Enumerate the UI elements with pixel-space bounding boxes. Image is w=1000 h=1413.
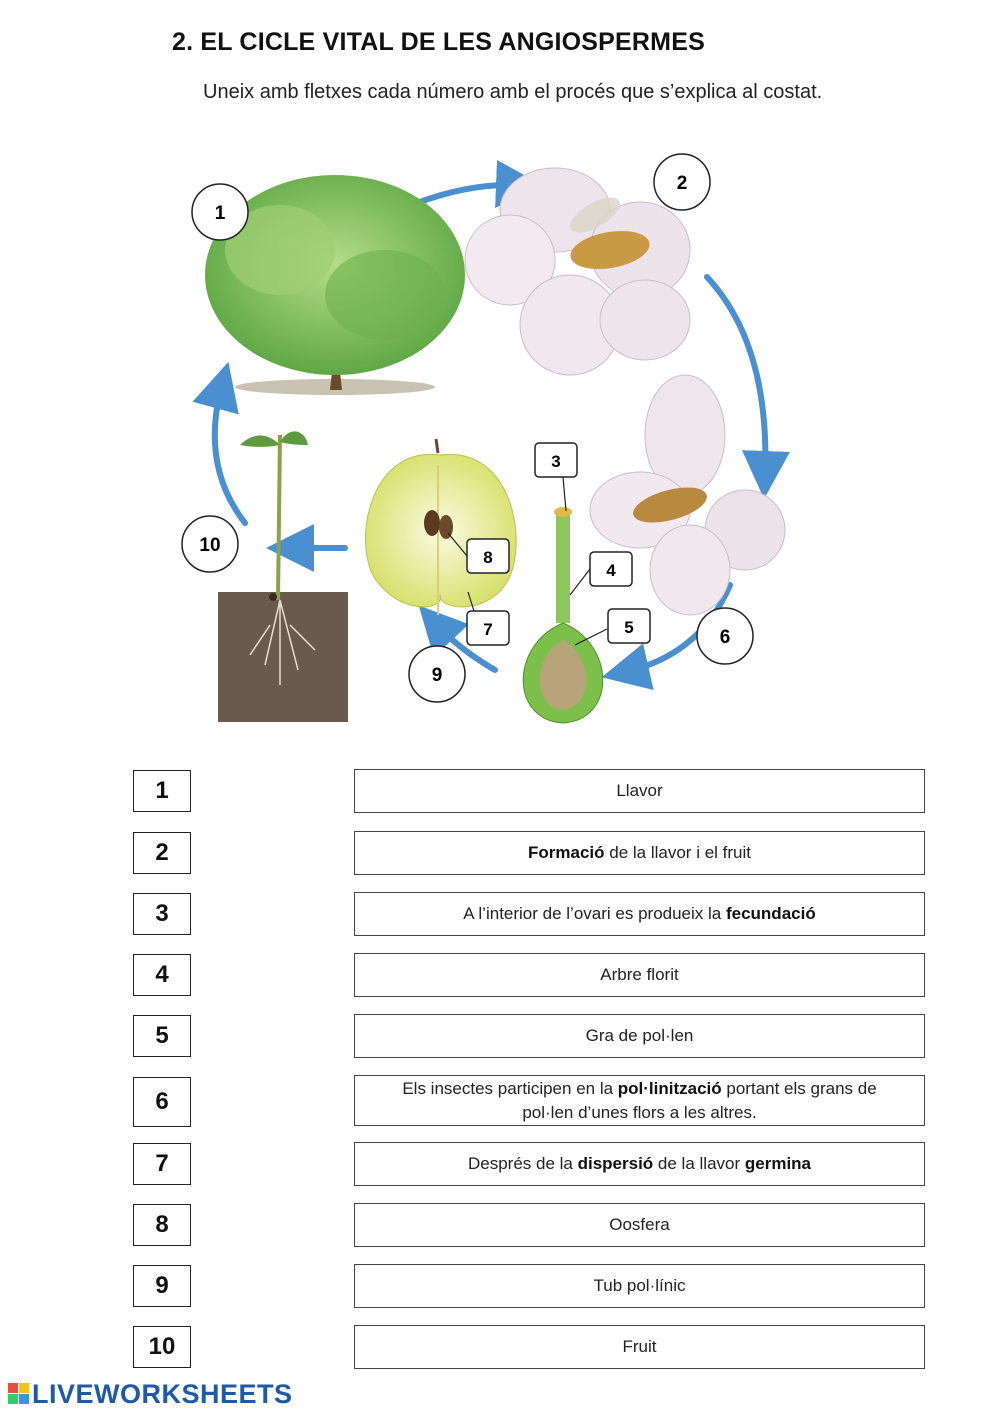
flowering-tree-illustration	[205, 175, 465, 395]
box-label-5: 5	[607, 608, 651, 644]
flower-with-bee-top	[464, 167, 691, 376]
seedling-illustration	[218, 431, 348, 722]
instruction-text: Uneix amb fletxes cada número amb el pro…	[203, 81, 823, 103]
number-label: 2	[155, 839, 169, 866]
number-label: 4	[155, 961, 169, 988]
answer-text: Oosfera	[609, 1215, 670, 1234]
svg-text:1: 1	[215, 203, 226, 224]
answer-box-10[interactable]: Fruit	[354, 1325, 925, 1369]
box-label-8: 8	[466, 538, 510, 574]
logo-text: LIVEWORKSHEETS	[32, 1378, 293, 1409]
number-label: 9	[155, 1272, 169, 1299]
life-cycle-diagram: 1 2 6 9 10 3 4 5 7 8	[181, 153, 790, 724]
svg-text:8: 8	[483, 548, 492, 567]
number-box-3[interactable]: 3	[133, 893, 191, 935]
pistil-ovary-illustration	[522, 507, 604, 724]
answer-box-9[interactable]: Tub pol·línic	[354, 1264, 925, 1308]
logo-blocks-icon	[8, 1383, 29, 1404]
circle-label-2: 2	[653, 153, 711, 211]
number-label: 10	[148, 1333, 176, 1360]
number-label: 6	[155, 1088, 169, 1115]
number-box-10[interactable]: 10	[133, 1326, 191, 1368]
svg-text:3: 3	[551, 452, 560, 471]
number-box-9[interactable]: 9	[133, 1265, 191, 1307]
svg-text:4: 4	[606, 561, 616, 580]
cycle-arrows	[192, 160, 790, 691]
box-label-7: 7	[466, 610, 510, 646]
answer-text: Formació de la llavor i el fruit	[528, 843, 751, 862]
number-box-2[interactable]: 2	[133, 832, 191, 874]
apple-half-illustration	[365, 438, 517, 615]
number-box-7[interactable]: 7	[133, 1143, 191, 1185]
answer-text: Arbre florit	[600, 965, 679, 984]
answer-text: Els insectes participen en la pol·linitz…	[402, 1078, 877, 1122]
circle-label-1: 1	[191, 183, 249, 241]
answer-box-1[interactable]: Llavor	[354, 769, 925, 813]
answer-box-5[interactable]: Gra de pol·len	[354, 1014, 925, 1058]
answer-box-3[interactable]: A l’interior de l’ovari es produeix la f…	[354, 892, 925, 936]
number-label: 5	[155, 1022, 169, 1049]
number-label: 1	[155, 777, 169, 804]
svg-text:5: 5	[624, 618, 633, 637]
number-box-5[interactable]: 5	[133, 1015, 191, 1057]
answer-box-2[interactable]: Formació de la llavor i el fruit	[354, 831, 925, 875]
page-title: 2. EL CICLE VITAL DE LES ANGIOSPERMES	[172, 28, 705, 56]
number-label: 3	[155, 900, 169, 927]
svg-text:10: 10	[199, 535, 220, 556]
answer-text: Gra de pol·len	[585, 1026, 694, 1045]
answer-text: Fruit	[622, 1337, 657, 1356]
number-box-4[interactable]: 4	[133, 954, 191, 996]
circle-label-6: 6	[696, 607, 754, 665]
svg-text:9: 9	[432, 665, 443, 686]
box-label-3: 3	[534, 442, 578, 478]
box-label-4: 4	[589, 551, 633, 587]
number-box-1[interactable]: 1	[133, 770, 191, 812]
answer-text: A l’interior de l’ovari es produeix la f…	[463, 904, 816, 923]
svg-text:2: 2	[677, 173, 688, 194]
answer-text: Tub pol·línic	[593, 1276, 686, 1295]
circle-label-10: 10	[181, 515, 239, 573]
svg-text:7: 7	[483, 620, 492, 639]
answer-box-6[interactable]: Els insectes participen en la pol·linitz…	[354, 1075, 925, 1126]
answer-text: Després de la dispersió de la llavor ger…	[467, 1154, 812, 1173]
number-box-8[interactable]: 8	[133, 1204, 191, 1246]
circle-label-9: 9	[408, 645, 466, 703]
number-label: 8	[155, 1211, 169, 1238]
answer-box-8[interactable]: Oosfera	[354, 1203, 925, 1247]
svg-text:6: 6	[720, 627, 731, 648]
answer-text: Llavor	[616, 781, 663, 800]
number-box-6[interactable]: 6	[133, 1077, 191, 1127]
flower-with-bee-pollination	[589, 374, 786, 616]
liveworksheets-logo[interactable]: LIVEWORKSHEETS	[8, 1379, 293, 1409]
answer-box-7[interactable]: Després de la dispersió de la llavor ger…	[354, 1142, 925, 1186]
number-label: 7	[155, 1150, 169, 1177]
answer-box-4[interactable]: Arbre florit	[354, 953, 925, 997]
